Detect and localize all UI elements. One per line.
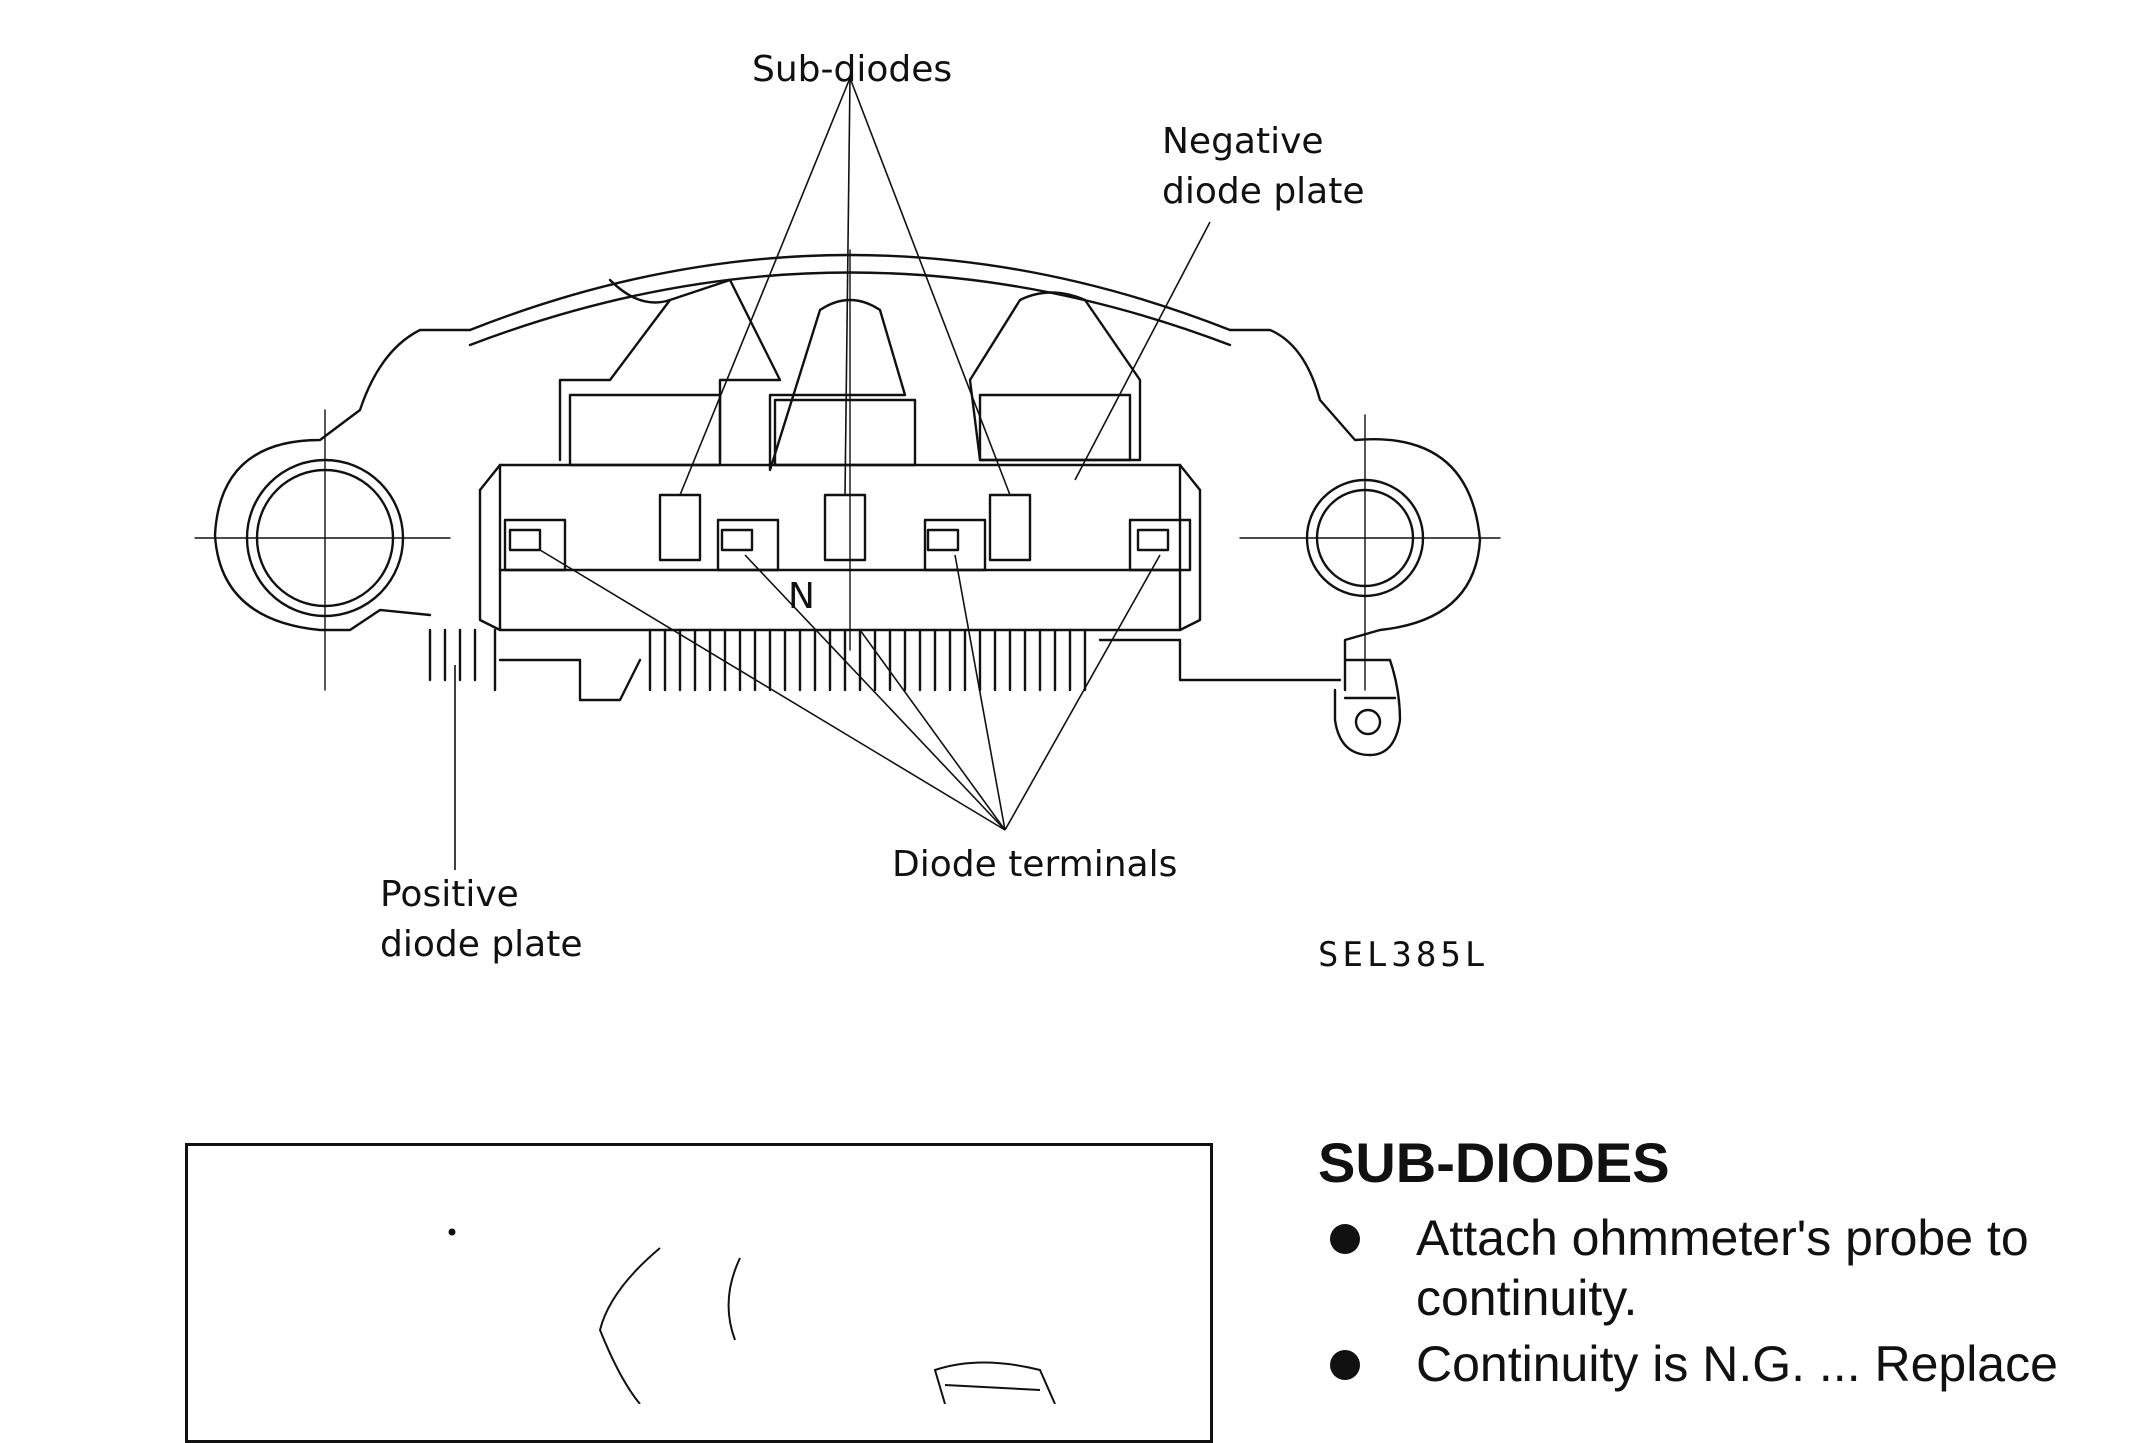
terminal-window-2 xyxy=(720,528,754,552)
negative-plate-edge xyxy=(1098,638,1342,682)
sub-diode-2 xyxy=(823,493,867,562)
probe-hand-sketch xyxy=(448,1228,1056,1404)
figure-code: SEL385L xyxy=(1318,935,1490,975)
label-negative-diode-plate-line1: Negative xyxy=(1162,121,1324,162)
section-heading: SUB-DIODES xyxy=(1318,1131,1670,1194)
diode-terminal-block-4 xyxy=(1128,518,1192,572)
photo-frame xyxy=(185,1143,1213,1443)
fin-block-right xyxy=(968,291,1142,462)
label-positive-diode-plate-line1: Positive xyxy=(380,874,519,915)
label-negative-diode-plate-line2: diode plate xyxy=(1162,171,1365,212)
bullet-icon xyxy=(1330,1350,1360,1380)
fin-block-left xyxy=(558,278,782,467)
diode-terminal-block-1 xyxy=(503,518,567,572)
label-n-mark: N xyxy=(788,576,815,617)
fin-block-mid xyxy=(768,298,917,472)
rectifier-body xyxy=(498,463,1182,632)
terminal-window-1 xyxy=(508,528,542,552)
list-item: Attach ohmmeter's probe to continuity. xyxy=(1318,1208,2150,1328)
list-item: Continuity is N.G. ... Replace xyxy=(1318,1334,2150,1394)
terminal-window-4 xyxy=(1136,528,1170,552)
sub-diode-1 xyxy=(658,493,702,562)
terminal-tab xyxy=(1333,658,1402,757)
positive-plate-edge xyxy=(498,658,642,702)
sub-diode-3 xyxy=(988,493,1032,562)
left-lug xyxy=(213,328,472,632)
bullet-text-1: Attach ohmmeter's probe to continuity. xyxy=(1416,1210,2029,1326)
instruction-list: Attach ohmmeter's probe to continuity. C… xyxy=(1318,1208,2150,1400)
leader-lines xyxy=(454,77,1211,870)
cooling-fins-left xyxy=(428,628,497,692)
label-sub-diodes: Sub-diodes xyxy=(752,49,953,90)
diode-terminal-block-3 xyxy=(923,518,987,572)
terminal-window-3 xyxy=(926,528,960,552)
diode-terminal-block-2 xyxy=(716,518,780,572)
diode-assembly-diagram xyxy=(194,77,1501,1404)
bullet-text-2: Continuity is N.G. ... Replace xyxy=(1416,1336,2058,1392)
right-lug xyxy=(1228,328,1482,692)
label-positive-diode-plate-line2: diode plate xyxy=(380,924,583,965)
terminal-tab-hole xyxy=(1354,708,1382,736)
label-diode-terminals: Diode terminals xyxy=(892,844,1178,885)
bullet-icon xyxy=(1330,1224,1360,1254)
